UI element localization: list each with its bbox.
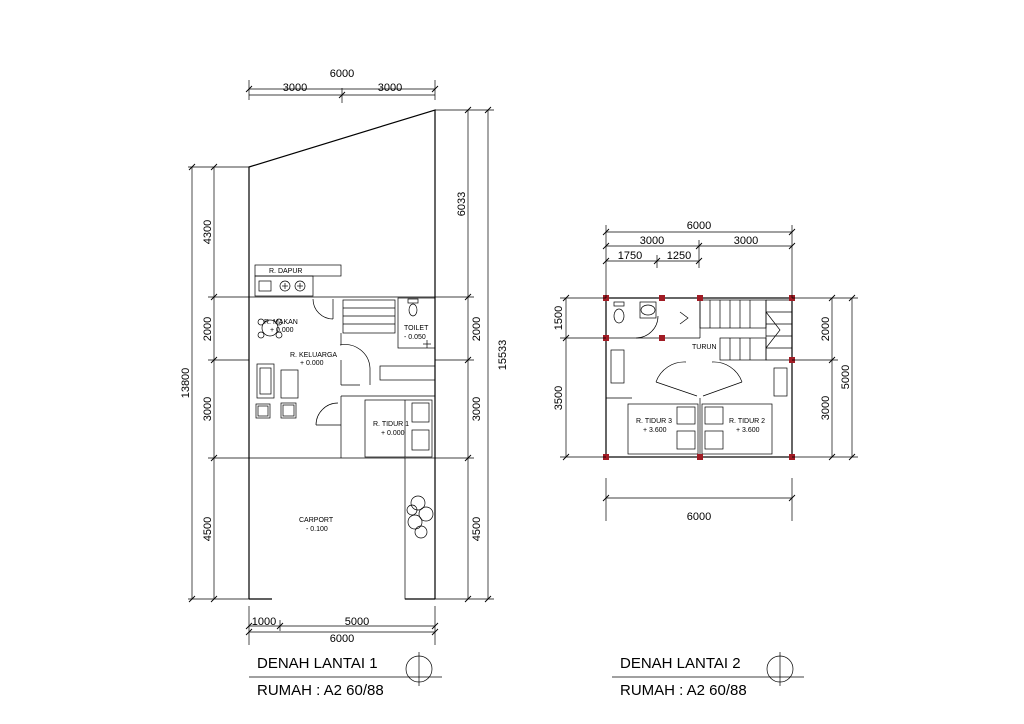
floor2-bedrooms	[627, 403, 773, 455]
f1-dim-right-3: 3000	[471, 397, 483, 421]
room-label-makan: R. MAKAN	[264, 319, 298, 326]
floor2-title: DENAH LANTAI 2	[620, 655, 741, 672]
f2-dim-top-total: 6000	[687, 220, 711, 232]
room-level-carport: - 0.100	[306, 526, 328, 533]
floor2-outer-walls	[605, 297, 793, 458]
room-level-tidur1: + 0.000	[381, 430, 405, 437]
dining-table	[257, 318, 283, 339]
f1-dim-left-1: 4300	[202, 220, 214, 244]
f2-dim-left-1: 1500	[553, 306, 565, 330]
room-level-toilet: - 0.050	[404, 334, 426, 341]
room-label-dapur: R. DAPUR	[269, 268, 302, 275]
f1-dim-left-4: 4500	[202, 517, 214, 541]
f2-dim-right-2: 3000	[820, 396, 832, 420]
f1-dim-right-1: 6033	[456, 192, 468, 216]
floor1-plan: 6000 3000 3000 4300 2000 3000 4500 13800…	[180, 68, 509, 699]
room-label-toilet: TOILET	[404, 325, 429, 332]
f1-dim-left-total: 13800	[180, 368, 192, 399]
floor1-title: DENAH LANTAI 1	[257, 655, 378, 672]
f2-dim-bottom-total: 6000	[687, 511, 711, 523]
f1-dim-right-2: 2000	[471, 317, 483, 341]
f2-dim-left-2: 3500	[553, 386, 565, 410]
f1-dim-top-right: 3000	[378, 82, 402, 94]
room-label-turun: TURUN	[692, 344, 717, 351]
floor1-dimension-lines	[188, 80, 494, 645]
floor2-subtitle: RUMAH : A2 60/88	[620, 682, 747, 699]
floor2-plan: 6000 3000 3000 1750 1250 1500 3500 2000 …	[553, 220, 858, 699]
room-level-tidur2: + 3.600	[736, 427, 760, 434]
floor1-stairs	[342, 299, 396, 334]
kitchen-counter	[254, 264, 342, 297]
room-label-tidur3: R. TIDUR 3	[636, 418, 672, 425]
floor2-doors	[610, 349, 788, 397]
f1-dim-left-2: 2000	[202, 317, 214, 341]
floor2-dimension-lines	[560, 225, 858, 521]
floor1-subtitle: RUMAH : A2 60/88	[257, 682, 384, 699]
f1-dim-bottom-a: 1000	[252, 616, 276, 628]
floor2-toilet	[613, 301, 689, 339]
room-label-keluarga: R. KELUARGA	[290, 352, 337, 359]
f1-dim-right-total: 15533	[497, 340, 509, 371]
bed-room-1	[364, 399, 433, 458]
room-label-tidur2: R. TIDUR 2	[729, 418, 765, 425]
room-level-keluarga: + 0.000	[300, 360, 324, 367]
f2-dim-top-a: 1750	[618, 250, 642, 262]
f1-dim-top-total: 6000	[330, 68, 354, 80]
f2-dim-top-right: 3000	[734, 235, 758, 247]
floor1-title-block: DENAH LANTAI 1 RUMAH : A2 60/88	[249, 652, 442, 699]
room-label-carport: CARPORT	[299, 517, 334, 524]
f2-dim-right-1: 2000	[820, 317, 832, 341]
floor1-outer-walls	[248, 109, 436, 600]
room-label-tidur1: R. TIDUR 1	[373, 421, 409, 428]
f1-dim-bottom-b: 5000	[345, 616, 369, 628]
f2-dim-top-b: 1250	[667, 250, 691, 262]
floor2-stairs	[699, 299, 793, 361]
f1-dim-top-left: 3000	[283, 82, 307, 94]
f2-dim-right-total: 5000	[840, 365, 852, 389]
plant-icon	[404, 457, 436, 600]
room-level-makan: + 0.000	[270, 327, 294, 334]
living-furniture	[255, 363, 299, 419]
floor2-title-block: DENAH LANTAI 2 RUMAH : A2 60/88	[612, 652, 804, 699]
floor1-partitions	[312, 298, 436, 458]
room-level-tidur3: + 3.600	[643, 427, 667, 434]
f1-dim-right-4: 4500	[471, 517, 483, 541]
f1-dim-left-3: 3000	[202, 397, 214, 421]
f2-dim-top-left: 3000	[640, 235, 664, 247]
floor1-toilet	[397, 297, 436, 349]
f1-dim-bottom-total: 6000	[330, 633, 354, 645]
